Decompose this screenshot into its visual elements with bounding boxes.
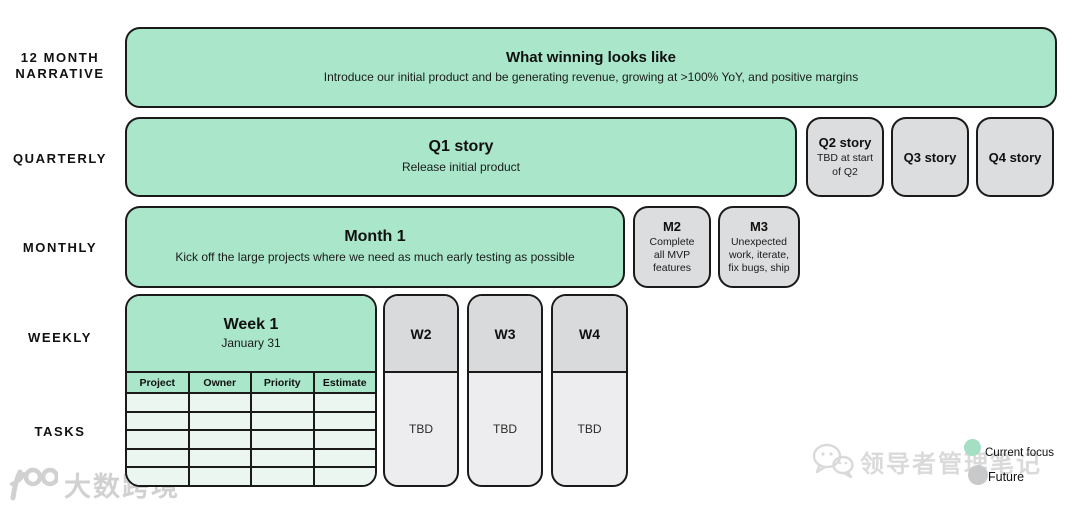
bottom-right-watermark: 领导者管理笔记 — [812, 442, 1042, 480]
table-cell — [314, 394, 375, 411]
table-row — [127, 429, 375, 448]
tasks-table-header-row: Project Owner Priority Estimate — [127, 373, 375, 392]
table-cell — [314, 431, 375, 448]
tasks-col-header-estimate: Estimate — [314, 373, 375, 392]
m2-subtitle: Complete all MVP features — [649, 235, 695, 275]
m2-box: M2 Complete all MVP features — [633, 206, 711, 288]
legend-dot-current-focus — [964, 439, 981, 456]
q4-story-box: Q4 story — [976, 117, 1054, 197]
q3-title: Q3 story — [903, 149, 957, 165]
week1-and-tasks-block: Week 1 January 31 Project Owner Priority… — [125, 294, 377, 487]
table-row — [127, 392, 375, 411]
legend-dot-future — [968, 465, 988, 485]
row-label-weekly: WEEKLY — [27, 330, 93, 345]
brand-logo-icon — [10, 467, 58, 501]
table-row — [127, 410, 375, 430]
week1-title: Week 1 — [223, 315, 279, 333]
table-cell — [314, 468, 375, 485]
tasks-col-header-project: Project — [127, 373, 190, 392]
w2-title: W2 — [385, 296, 457, 373]
table-row — [127, 466, 375, 485]
month1-title: Month 1 — [344, 228, 406, 246]
table-cell — [252, 412, 315, 430]
table-cell — [314, 412, 375, 430]
w4-column: W4 TBD — [551, 294, 628, 487]
table-cell — [189, 394, 252, 411]
m3-box: M3 Unexpected work, iterate, fix bugs, s… — [718, 206, 800, 288]
tasks-table-body — [127, 392, 375, 485]
w2-body: TBD — [409, 422, 433, 436]
tasks-col-header-owner: Owner — [189, 373, 252, 392]
w4-title: W4 — [553, 296, 626, 373]
table-cell — [189, 431, 252, 448]
legend-label-future: Future — [988, 470, 1025, 484]
narrative-box: What winning looks like Introduce our in… — [125, 27, 1057, 108]
table-cell — [314, 449, 375, 467]
w2-column: W2 TBD — [383, 294, 459, 487]
week1-subtitle: January 31 — [221, 335, 281, 350]
table-cell — [252, 449, 315, 467]
narrative-subtitle: Introduce our initial product and be gen… — [323, 70, 859, 85]
q1-title: Q1 story — [428, 138, 494, 156]
q1-story-box: Q1 story Release initial product — [125, 117, 797, 197]
table-cell — [252, 431, 315, 448]
legend-label-current-focus: Current focus — [985, 447, 1055, 459]
table-cell — [189, 449, 252, 467]
table-cell — [127, 449, 190, 467]
table-cell — [127, 394, 190, 411]
table-cell — [127, 431, 190, 448]
month1-box: Month 1 Kick off the large projects wher… — [125, 206, 625, 288]
row-label-tasks: TASKS — [34, 424, 86, 439]
row-label-12-month-narrative: 12 MONTH NARRATIVE — [15, 50, 105, 82]
w3-body: TBD — [493, 422, 517, 436]
month1-subtitle: Kick off the large projects where we nee… — [175, 250, 575, 265]
w4-body: TBD — [577, 422, 602, 436]
table-cell — [189, 468, 252, 485]
week1-header: Week 1 January 31 — [127, 296, 375, 373]
table-cell — [127, 412, 190, 430]
m2-title: M2 — [662, 218, 682, 234]
table-row — [127, 447, 375, 467]
w3-column: W3 TBD — [467, 294, 543, 487]
table-cell — [189, 412, 252, 430]
wechat-icon — [812, 443, 854, 479]
w3-title: W3 — [469, 296, 541, 373]
q2-title: Q2 story — [818, 135, 872, 151]
q3-story-box: Q3 story — [891, 117, 969, 197]
bottom-right-watermark-text: 领导者管理笔记 — [860, 450, 1042, 478]
row-label-monthly: MONTHLY — [22, 240, 98, 255]
q2-subtitle: TBD at start of Q2 — [816, 152, 873, 178]
tasks-col-header-priority: Priority — [252, 373, 315, 392]
m3-subtitle: Unexpected work, iterate, fix bugs, ship — [728, 235, 790, 275]
table-cell — [252, 394, 315, 411]
table-cell — [127, 468, 190, 485]
m3-title: M3 — [749, 218, 769, 234]
table-cell — [252, 468, 315, 485]
q1-subtitle: Release initial product — [401, 160, 521, 175]
row-label-quarterly: QUARTERLY — [12, 151, 108, 166]
q4-title: Q4 story — [988, 149, 1042, 165]
narrative-title: What winning looks like — [505, 49, 676, 67]
q2-story-box: Q2 story TBD at start of Q2 — [806, 117, 884, 197]
